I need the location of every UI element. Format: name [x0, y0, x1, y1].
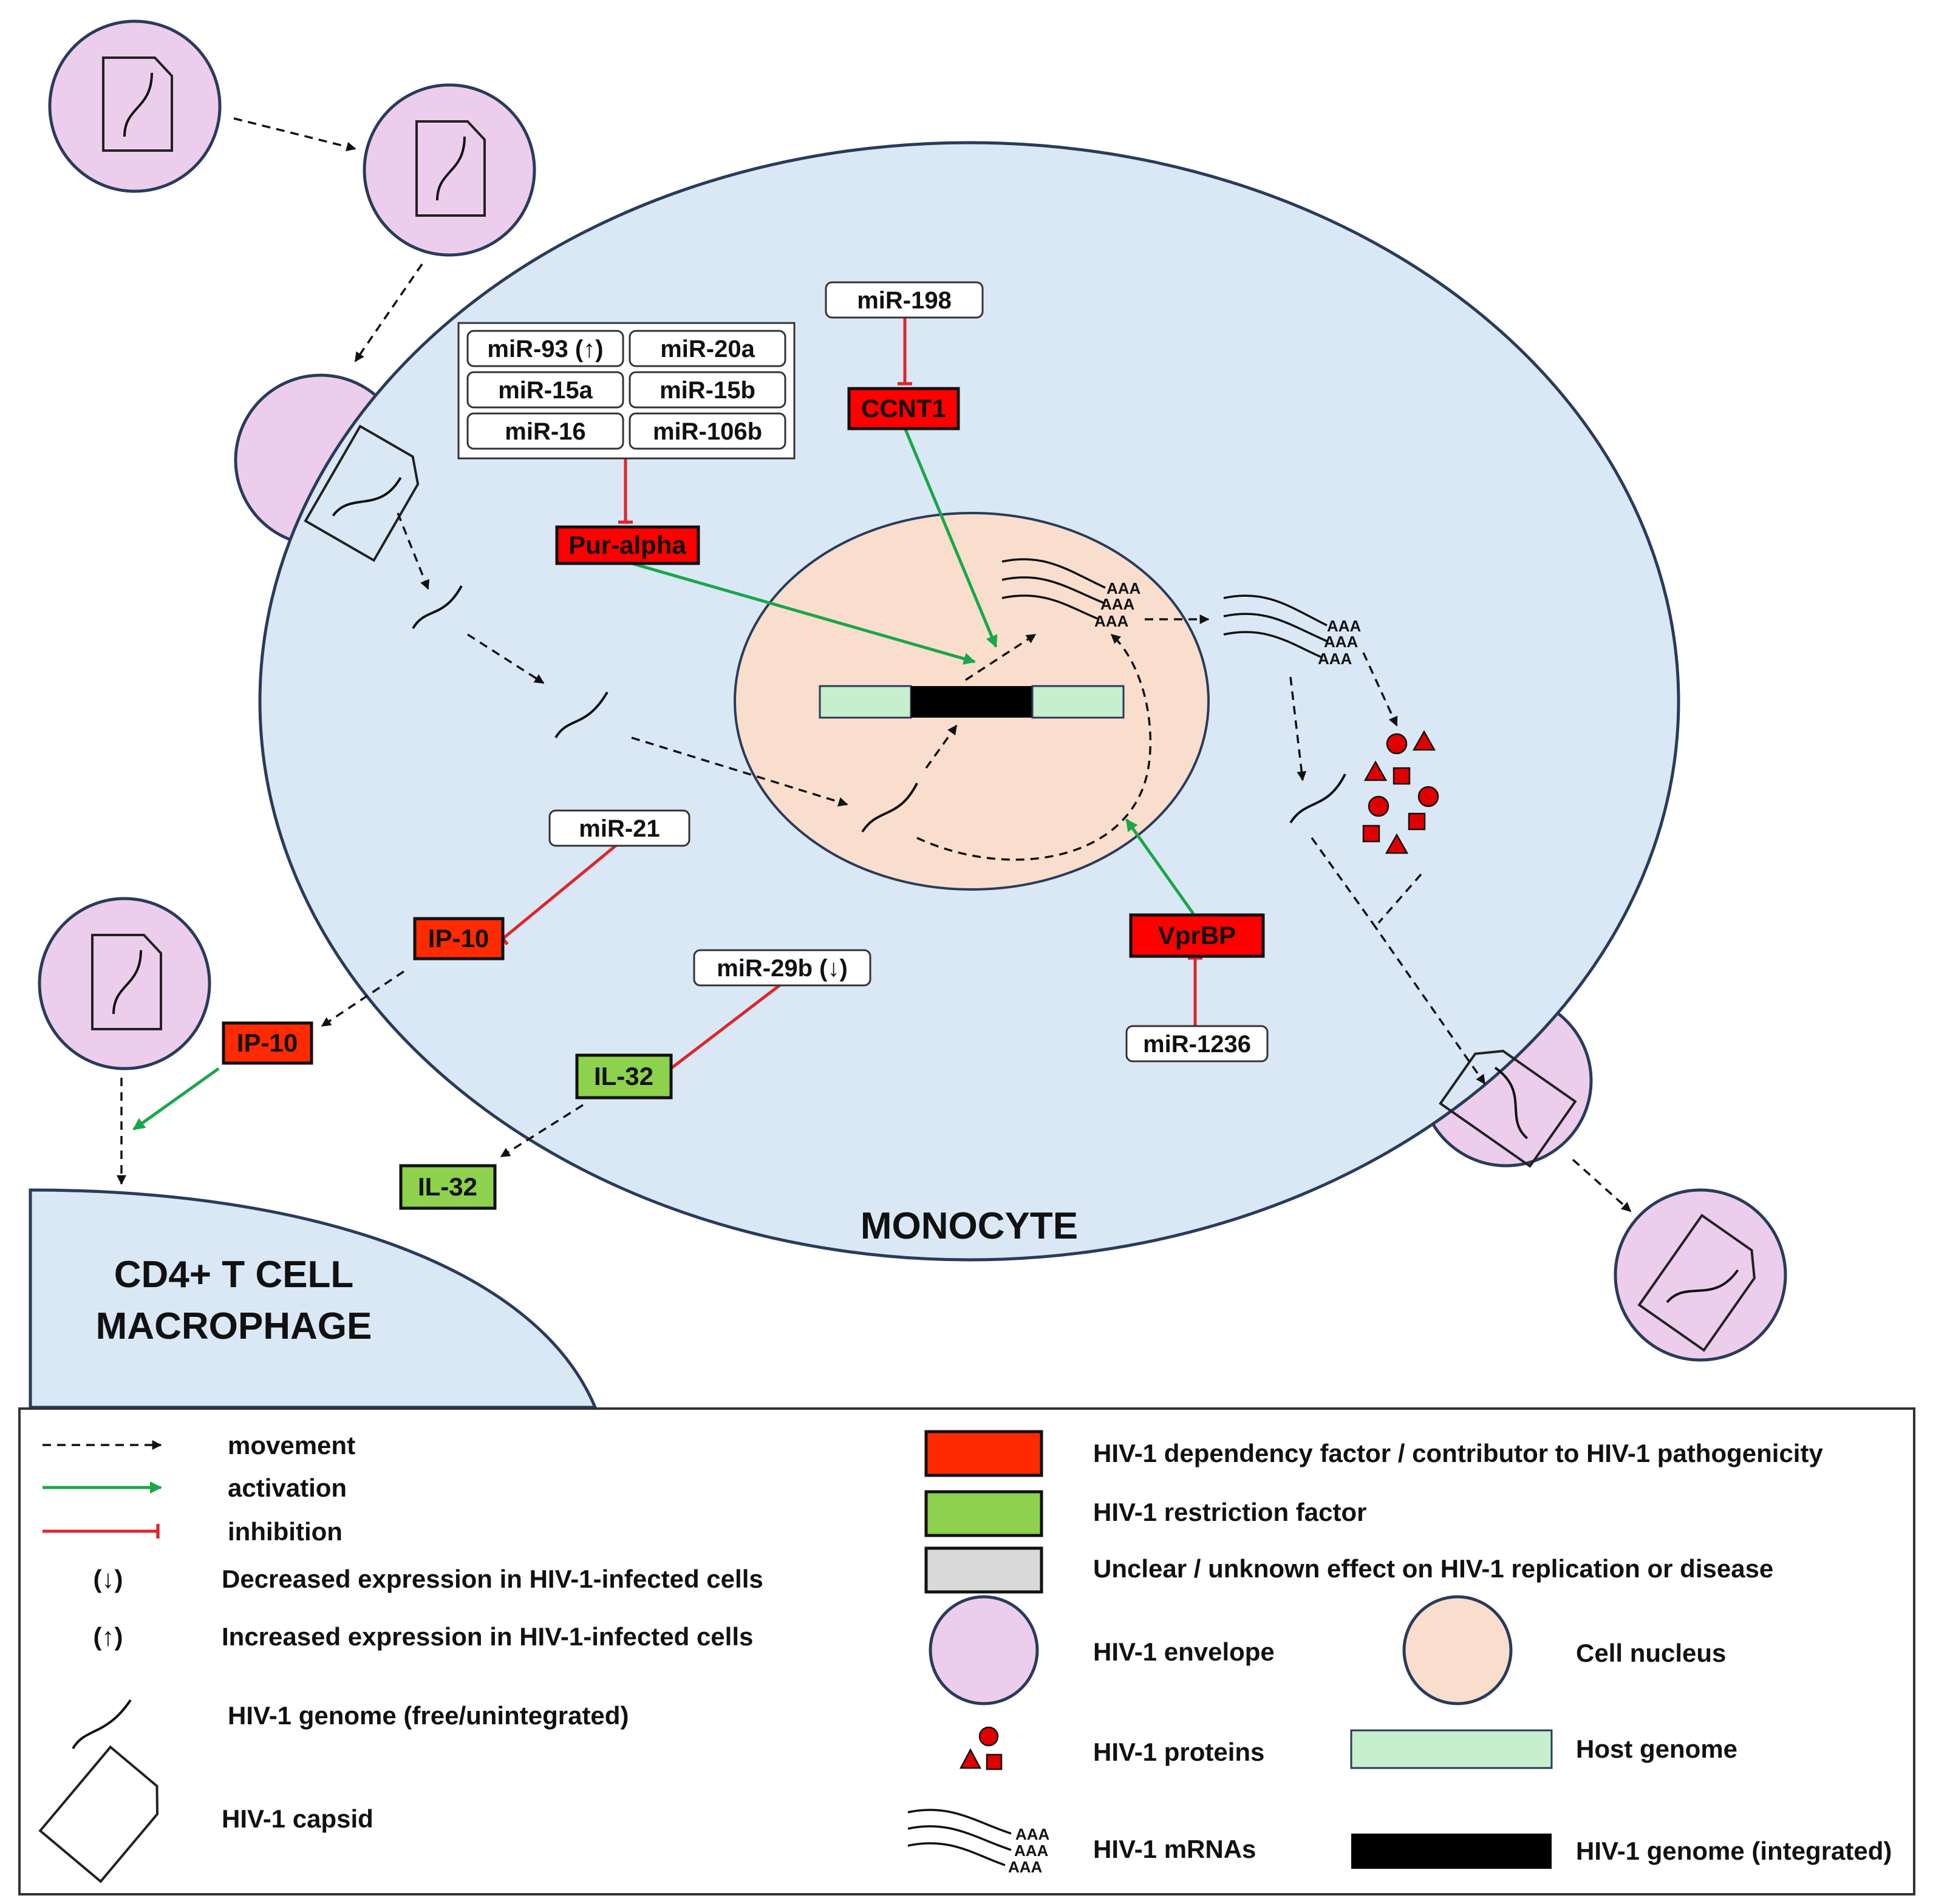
legend-nucleus-icon — [1402, 1595, 1513, 1705]
svg-text:AAA: AAA — [1094, 612, 1129, 630]
legend-movement: movement — [228, 1431, 355, 1460]
legend-activation: activation — [228, 1474, 347, 1502]
capsid-budding — [1439, 1050, 1577, 1168]
legend-left: movement activation inhibition (↓) Decre… — [38, 1431, 763, 1883]
svg-text:IL-32: IL-32 — [594, 1062, 653, 1090]
svg-text:IP-10: IP-10 — [428, 924, 489, 953]
mir106b-label: miR-106b — [653, 418, 762, 445]
ccnt1-box: CCNT1 — [847, 387, 960, 430]
legend-proteins: HIV-1 proteins — [1093, 1738, 1264, 1766]
mir20a-label: miR-20a — [660, 336, 755, 362]
svg-text:AAA: AAA — [1015, 1825, 1050, 1843]
legend-integrated-genome: HIV-1 genome (integrated) — [1576, 1837, 1892, 1865]
svg-text:IP-10: IP-10 — [237, 1028, 298, 1057]
mirna-group: miR-93 (↑) miR-20a miR-15a miR-15b miR-1… — [466, 330, 786, 450]
virion-top — [363, 83, 536, 257]
svg-text:miR-29b (↓): miR-29b (↓) — [717, 955, 848, 982]
svg-text:VprBP: VprBP — [1158, 921, 1236, 950]
legend-host-genome-icon — [1350, 1729, 1553, 1769]
free-genome-2 — [554, 691, 609, 739]
il32-inner-box: IL-32 — [575, 1053, 673, 1100]
legend-mrnas: HIV-1 mRNAs — [1093, 1835, 1256, 1863]
mir15b-label: miR-15b — [660, 377, 755, 404]
monocyte-label: MONOCYTE — [861, 1205, 1078, 1247]
legend-down-text: Decreased expression in HIV-1-infected c… — [222, 1565, 763, 1593]
target-cell-label-line1: CD4+ T CELL — [114, 1254, 353, 1296]
target-cell-label-line2: MACROPHAGE — [96, 1305, 372, 1347]
legend-envelope-icon — [929, 1595, 1039, 1705]
svg-text:IL-32: IL-32 — [418, 1172, 477, 1201]
mir1236-box: miR-1236 — [1125, 1025, 1269, 1062]
svg-text:AAA: AAA — [1106, 579, 1141, 597]
svg-text:AAA: AAA — [1324, 633, 1359, 651]
mir15a-label: miR-15a — [498, 377, 593, 404]
virion-top-left — [48, 19, 222, 193]
legend-up-text: Increased expression in HIV-1-infected c… — [222, 1622, 753, 1651]
legend-host-genome: Host genome — [1576, 1735, 1737, 1763]
mir93-label: miR-93 (↑) — [487, 336, 603, 362]
inhibition-arrows — [497, 318, 1202, 1079]
legend-integrated-genome-icon — [1351, 1834, 1552, 1869]
host-genome-left — [819, 685, 912, 719]
svg-text:miR-198: miR-198 — [857, 287, 952, 314]
activation-arrows — [132, 427, 1195, 1131]
svg-text:Pur-alpha: Pur-alpha — [568, 531, 686, 559]
legend-dependency: HIV-1 dependency factor / contributor to… — [1093, 1439, 1823, 1467]
target-cell — [29, 1188, 598, 1409]
legend-mrna-icon: AAA AAA AAA — [907, 1809, 1050, 1876]
mir16-label: miR-16 — [505, 418, 585, 445]
free-genome-1 — [412, 585, 463, 630]
svg-text:AAA: AAA — [1100, 595, 1135, 613]
svg-text:AAA: AAA — [1327, 617, 1362, 635]
svg-text:AAA: AAA — [1014, 1841, 1049, 1860]
legend-nucleus: Cell nucleus — [1576, 1639, 1726, 1667]
vprbp-box: VprBP — [1129, 913, 1265, 958]
legend-down-symbol: (↓) — [94, 1565, 123, 1593]
legend-up-symbol: (↑) — [94, 1622, 123, 1651]
free-genome-3 — [861, 783, 918, 833]
legend-right: HIV-1 dependency factor / contributor to… — [907, 1430, 1892, 1876]
mir29b-box: miR-29b (↓) — [693, 949, 871, 987]
svg-text:CCNT1: CCNT1 — [861, 394, 946, 423]
mir21-box: miR-21 — [548, 809, 690, 847]
pur-alpha-box: Pur-alpha — [555, 525, 700, 565]
legend-capsid-icon — [38, 1745, 159, 1883]
host-genome-right — [1031, 685, 1125, 719]
mir198-box: miR-198 — [825, 281, 984, 319]
legend-inhibition: inhibition — [228, 1517, 343, 1546]
svg-text:AAA: AAA — [1318, 650, 1352, 668]
movement-arrows — [117, 117, 1632, 1212]
virion-released — [1614, 1188, 1787, 1362]
legend-free-genome: HIV-1 genome (free/unintegrated) — [228, 1701, 629, 1730]
il32-outer-box: IL-32 — [399, 1164, 497, 1210]
capsid-entering — [304, 424, 420, 562]
free-genome-4 — [1289, 773, 1346, 824]
virion-left — [38, 897, 211, 1070]
svg-text:miR-1236: miR-1236 — [1143, 1031, 1251, 1058]
hiv-proteins-cluster — [1362, 730, 1439, 854]
mrna-nuclear: AAA AAA AAA — [1001, 558, 1141, 630]
legend-restriction: HIV-1 restriction factor — [1093, 1498, 1366, 1526]
legend-unclear: Unclear / unknown effect on HIV-1 replic… — [1093, 1554, 1773, 1583]
mrna-cytoplasmic: AAA AAA AAA — [1223, 594, 1362, 668]
svg-text:AAA: AAA — [1008, 1858, 1043, 1876]
svg-text:miR-21: miR-21 — [579, 815, 660, 842]
ip10-outer-box: IP-10 — [222, 1021, 313, 1065]
legend-capsid: HIV-1 capsid — [222, 1804, 373, 1833]
legend-free-genome-icon — [72, 1699, 132, 1750]
legend-proteins-icon — [959, 1726, 1003, 1770]
ip10-inner-box: IP-10 — [413, 917, 505, 960]
hiv-genome-integrated — [911, 686, 1032, 718]
legend-envelope: HIV-1 envelope — [1093, 1637, 1275, 1666]
